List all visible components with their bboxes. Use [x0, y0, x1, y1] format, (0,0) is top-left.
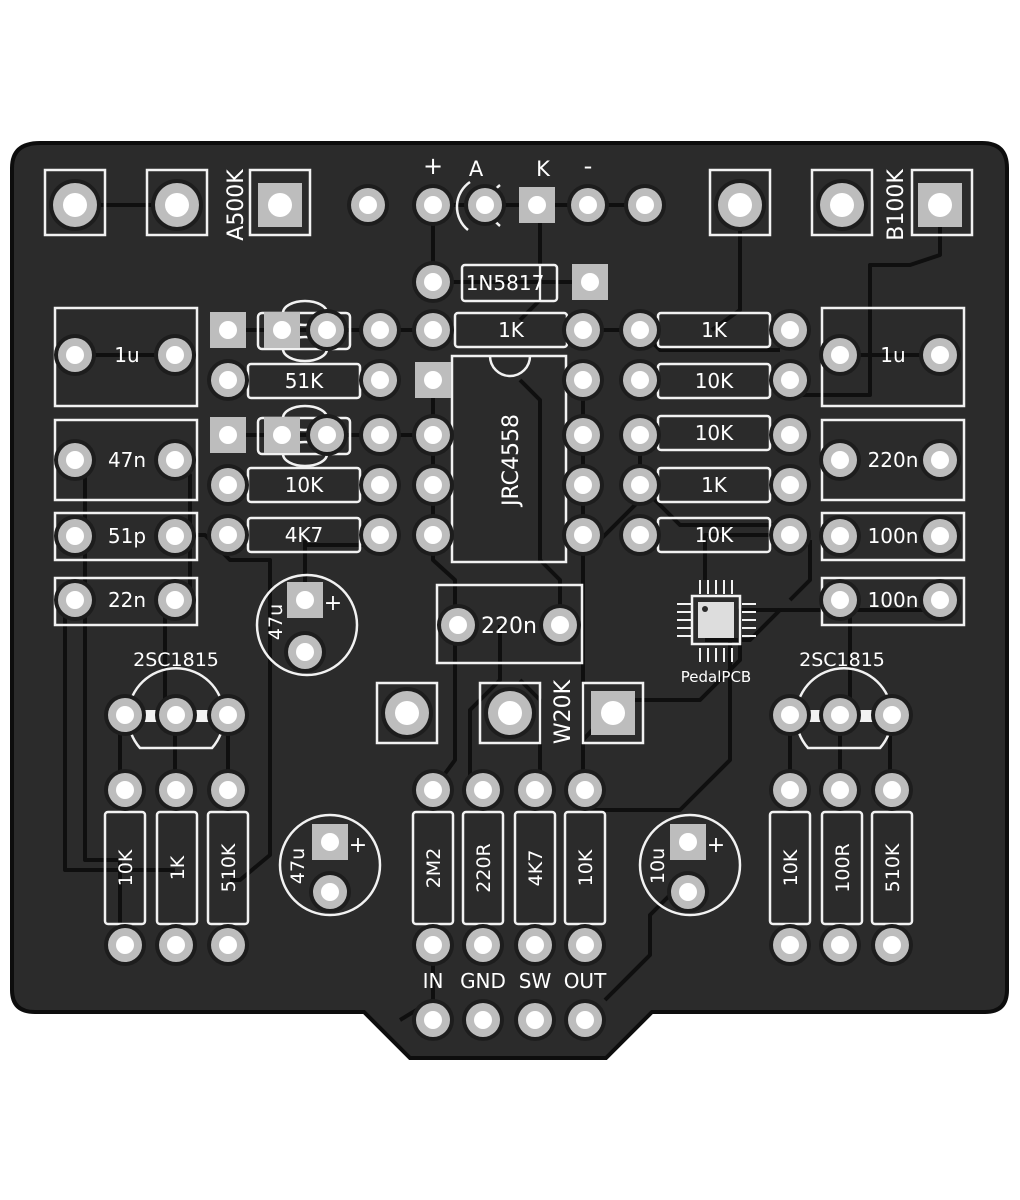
elec-cap-plus: + [324, 591, 342, 616]
logo-label: PedalPCB [681, 668, 751, 686]
center-cap-label: 220n [481, 614, 537, 639]
pot-right-label: B100K [884, 169, 909, 241]
resistor-label: 10K [780, 849, 802, 886]
resistor-label: 100R [832, 843, 854, 892]
resistor-label: 510K [882, 843, 904, 892]
silkscreen-labels: A500K B100K W20K + A K - 1N5817 JRC4558 … [108, 152, 919, 993]
power-minus-label: - [584, 152, 593, 180]
right-cap-label: 100n [868, 524, 919, 548]
resistor-label: 510K [218, 843, 240, 892]
resistor-label: 220R [473, 843, 495, 892]
elec-cap-plus: + [349, 833, 367, 858]
board-outline [10, 141, 1009, 1060]
resistor-label: 10K [695, 421, 734, 445]
elec-cap-label: 47u [265, 604, 287, 640]
left-cap-label: 47n [108, 448, 146, 472]
resistor-label: 1K [498, 318, 525, 342]
ic-label: JRC4558 [499, 414, 524, 508]
elec-cap-label: 47u [287, 848, 309, 884]
resistor-label: 1K [701, 318, 728, 342]
resistor-label: 10K [285, 473, 324, 497]
transistor-left-label: 2SC1815 [133, 649, 219, 671]
pot-left-label: A500K [224, 169, 249, 241]
right-cap-label: 220n [868, 448, 919, 472]
right-cap-label: 1u [880, 343, 905, 367]
transistor-right-label: 2SC1815 [799, 649, 885, 671]
resistor-label: 10K [575, 849, 597, 886]
diode-label: 1N5817 [466, 271, 545, 295]
resistor-label: 2M2 [423, 848, 445, 889]
resistor-label: 4K7 [525, 850, 547, 887]
io-out-label: OUT [564, 969, 607, 993]
resistor-label: 51K [285, 369, 324, 393]
power-k-label: K [536, 157, 551, 181]
pot-trim-label: W20K [551, 679, 576, 744]
io-gnd-label: GND [460, 969, 506, 993]
elec-cap-label: 10u [647, 848, 669, 884]
resistor-label: 1K [167, 855, 189, 880]
io-sw-label: SW [519, 969, 552, 993]
power-plus-label: + [423, 152, 443, 180]
resistor-label: 4K7 [285, 523, 324, 547]
resistor-label: 1K [701, 473, 728, 497]
resistor-label: 10K [695, 523, 734, 547]
left-cap-label: 1u [114, 343, 139, 367]
pedalpcb-chip-logo [677, 580, 756, 662]
right-cap-label: 100n [868, 588, 919, 612]
resistor-label: 10K [695, 369, 734, 393]
left-cap-label: 51p [108, 524, 146, 548]
io-in-label: IN [423, 969, 444, 993]
elec-cap-plus: + [707, 833, 725, 858]
power-a-label: A [469, 157, 484, 181]
resistor-label: 10K [115, 849, 137, 886]
left-cap-label: 22n [108, 588, 146, 612]
